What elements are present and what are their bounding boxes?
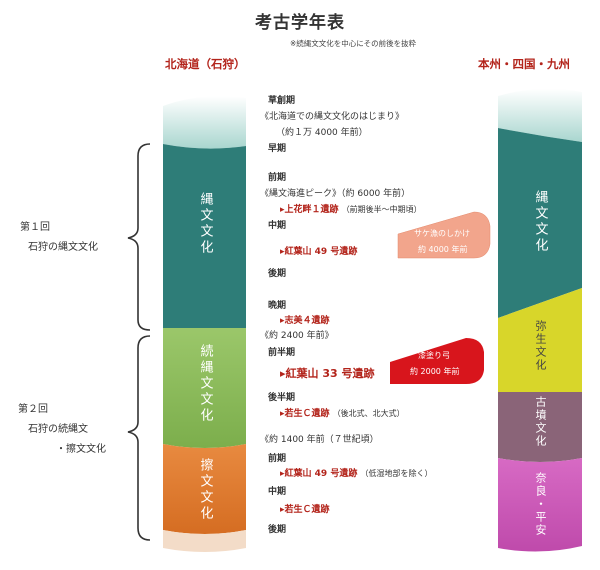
site-wakaoi-c-b: ▸若生Ｃ遺跡 — [280, 505, 330, 515]
region-label-hokkaido: 北海道（石狩） — [165, 57, 246, 71]
callout-salmon-trap-shape — [397, 211, 491, 259]
callout-lacquered-bow-title: 漆塗り弓 — [418, 351, 450, 360]
group-2-number: 第２回 — [18, 404, 48, 415]
right-band-yayoi — [498, 288, 582, 392]
callout-salmon-trap-title: サケ漁のしかけ — [414, 229, 470, 238]
brace-group-1 — [127, 143, 151, 331]
period-sousouki: 草創期 — [268, 96, 296, 106]
right-culture-label-kofun: 古墳文化 — [534, 396, 547, 448]
right-band-kofun — [498, 392, 582, 462]
period-zenhanki: 前半期 — [268, 348, 296, 358]
group-2-name-line2: ・擦文文化 — [56, 444, 106, 455]
period-kouki-satsumon: 後期 — [268, 525, 287, 535]
period-kouki: 後期 — [268, 269, 287, 279]
left-culture-label-jomon: 縄文文化 — [197, 192, 213, 256]
event-jomon-start-hokkaido: 《北海道での縄文文化のはじまり》 — [260, 112, 405, 122]
period-banki: 晩期 — [268, 301, 287, 311]
page-title: 考古学年表 — [255, 13, 345, 33]
period-chuki-satsumon: 中期 — [268, 487, 287, 497]
period-kouhanki: 後半期 — [268, 393, 296, 403]
date-1400-years: 《約 1400 年前（７世紀頃） — [260, 435, 379, 445]
left-band-after — [163, 530, 246, 552]
right-band-jomon — [498, 128, 582, 318]
region-label-honshu: 本州・四国・九州 — [478, 57, 570, 71]
site-momijiyama-49-b: ▸紅葉山 49 号遺跡 （低湿地部を除く） — [280, 469, 433, 479]
site-momijiyama-33: ▸紅葉山 33 号遺跡 — [280, 367, 375, 380]
period-zenki-satsumon: 前期 — [268, 454, 287, 464]
group-1-number: 第１回 — [20, 222, 50, 233]
callout-salmon-trap-date: 約 4000 年前 — [418, 245, 468, 254]
period-souki: 早期 — [268, 144, 287, 154]
left-band-zoku-jomon — [163, 328, 246, 448]
right-culture-label-nara-heian: 奈良・平安 — [534, 472, 547, 537]
site-kamibanguro-1: ▸上花畔１遺跡 （前期後半～中期頃） — [280, 205, 422, 215]
site-wakaoi-c-a: ▸若生Ｃ遺跡 （後北式、北大式） — [280, 409, 405, 419]
right-culture-label-jomon: 縄文文化 — [532, 190, 548, 254]
left-culture-label-satsumon: 擦文文化 — [197, 458, 213, 522]
right-band-early — [498, 88, 582, 142]
left-band-satsumon — [163, 444, 246, 534]
brace-group-2 — [127, 335, 151, 541]
event-jomon-transgression: 《縄文海進ピーク》（約 6000 年前） — [260, 189, 411, 199]
group-2-name-line1: 石狩の続縄文 — [28, 424, 88, 435]
left-band-early — [163, 96, 246, 149]
date-2400-years: 《約 2400 年前》 — [260, 331, 334, 341]
group-1-name: 石狩の縄文文化 — [28, 242, 98, 253]
site-momijiyama-49-a: ▸紅葉山 49 号遺跡 — [280, 247, 358, 257]
callout-lacquered-bow-shape — [390, 338, 484, 384]
date-14000-years: （約１万 4000 年前） — [276, 128, 368, 138]
period-zenki: 前期 — [268, 173, 287, 183]
arrow-glyph: ▸ — [280, 205, 285, 215]
period-chuki: 中期 — [268, 221, 287, 231]
right-band-nara-heian — [498, 458, 582, 552]
site-shibi-4: ▸志美４遺跡 — [280, 316, 330, 326]
left-band-jomon — [163, 144, 246, 328]
page-subtitle: ※続縄文文化を中心にその前後を抜粋 — [290, 39, 417, 48]
left-culture-label-zoku-jomon: 続縄文文化 — [197, 344, 213, 424]
callout-lacquered-bow-date: 約 2000 年前 — [410, 367, 460, 376]
right-culture-label-yayoi: 弥生文化 — [534, 320, 547, 372]
